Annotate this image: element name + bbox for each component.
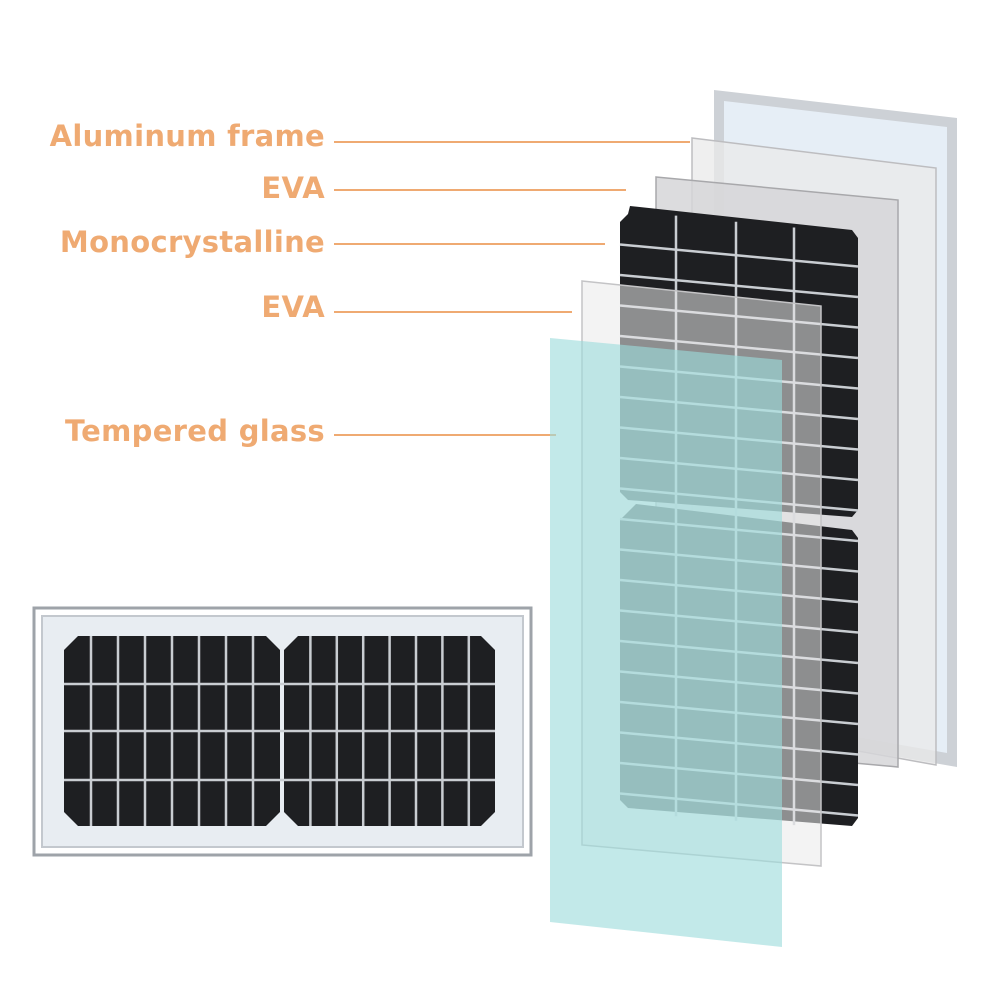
front-cell-grid	[64, 636, 495, 826]
layer-tempered-glass	[550, 338, 782, 947]
label-eva-front: EVA	[261, 290, 325, 324]
label-eva-back: EVA	[261, 171, 325, 205]
solar-panel-icon	[32, 606, 533, 857]
label-tempered-glass: Tempered glass	[64, 414, 325, 448]
leader-lines	[334, 141, 690, 436]
label-aluminum-frame: Aluminum frame	[49, 119, 325, 153]
label-monocrystalline: Monocrystalline	[59, 225, 325, 259]
